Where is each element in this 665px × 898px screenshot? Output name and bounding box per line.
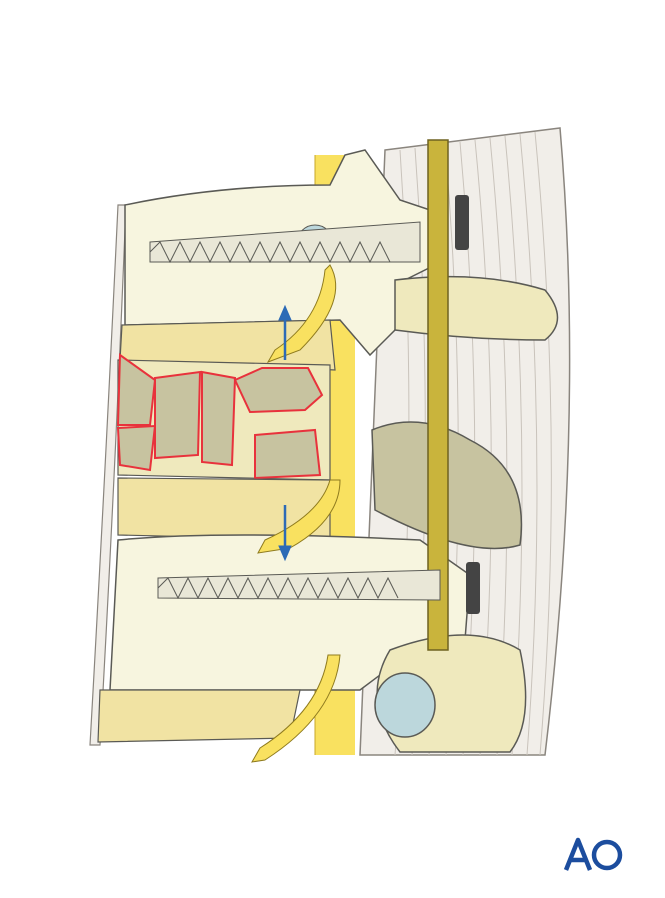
pedicle-screw-upper (149, 195, 469, 264)
pedicle-screw-lower (157, 562, 480, 614)
ao-logo: AO (562, 834, 626, 874)
nerve-roots (251, 264, 341, 763)
upward-distraction-arrow (278, 304, 292, 360)
ao-logo-icon (563, 837, 623, 871)
connecting-rod (427, 139, 449, 651)
downward-distraction-arrow (278, 505, 292, 562)
